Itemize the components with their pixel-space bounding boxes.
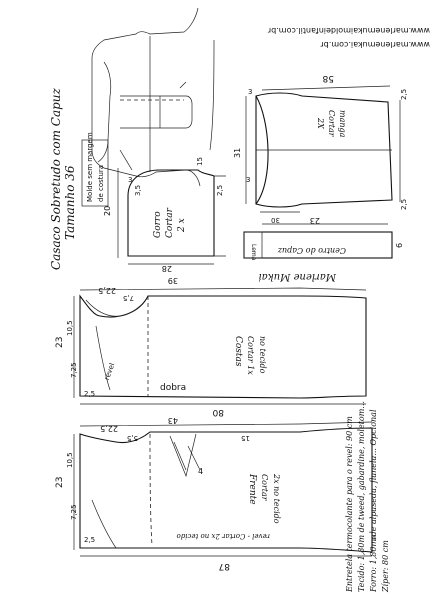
hood-dim-d3: 3 [128,176,132,184]
hood-label-3: 2 x [177,218,187,233]
front-dim-pocket: 4 [198,467,203,476]
sleeve-dim-top: 3 [248,88,252,96]
front-label-2: Cortar [260,474,269,502]
signature: Marlene Mukai [258,271,337,282]
front-dim-d3: 7,25 [70,504,78,520]
hood-dim-d1: 15 [196,157,204,166]
back-dim-d2: 2,5 [84,390,95,398]
front-dim-hem: 4 [372,534,377,542]
hood-label-2: Cortar [165,207,175,238]
material-line-3: Forro: 1,80m de alpaseda, flanela... Opc… [369,409,378,593]
front-revel-label: revel - Cortar 2x no tecido [177,532,271,540]
pattern-title: Casaco Sobretudo com Capuz [49,87,63,270]
pattern-size: Tamanho 36 [63,165,77,240]
back-label-2: Cortar 1x [246,336,255,375]
hood-piece: Gorro Cortar 2 x 20 28 15 3,5 3 2,5 [103,157,226,273]
site-line-2: www.marlenemukaimoldeinfantil.com.br [267,26,430,35]
back-dim-width: 39 [168,276,178,285]
sleeve-dim-length: 58 [322,73,334,83]
site-line-1: www.marlenemukai.com.br [320,40,430,49]
front-dim-d1: 10,5 [66,452,74,468]
materials-list: Entretela termocolante para o revel: 90 … [345,401,390,593]
back-label-1: Costas [233,336,243,367]
back-revel-label: revel [103,362,116,381]
sleeve-label-3: 2X [316,117,325,129]
sleeve-label-2: Cortar [327,110,336,138]
coat-sketch [91,7,215,187]
hood-label-1: Gorro [153,211,163,238]
back-fold-label: dobra [160,383,186,393]
strip-extra-label: Lema [250,244,257,261]
front-piece: 43 22,5 5,5 23 10,5 7,25 2,5 4 15 4 87 F… [55,416,377,571]
front-dim-top: 23 [55,477,65,488]
margin-note-line2: de costura [97,165,105,202]
material-line-1: Entretela termocolante para o revel: 90 … [345,416,354,593]
back-dim-neck: 7,5 [123,294,134,302]
back-piece: 39 22,5 7,5 23 10,5 7,25 2,5 80 dobra re… [55,276,367,417]
strip-label: Centro do Capuz [277,246,346,255]
back-dim-d1: 10,5 [66,320,74,336]
front-dim-neck: 5,5 [127,434,138,442]
back-label-3: no tecido [258,336,267,374]
sleeve-dim-cap: 31 [233,148,242,158]
back-dim-top: 23 [55,337,65,348]
front-dim-c: 15 [241,434,250,442]
sleeve-dim-wrist: 30 [271,216,280,224]
sleeve-dim-right: 2,5 [400,89,408,100]
hood-dim-height: 20 [103,206,112,216]
strip-dim-width: 6 [395,243,404,248]
back-dim-shoulder: 22,5 [98,286,116,295]
front-dim-shoulder: 22,5 [100,424,118,433]
front-label-1: Frente [247,473,257,505]
front-dim-d2: 2,5 [84,536,95,544]
hood-center-strip: Lema Centro do Capuz 23 6 [243,216,404,261]
hood-dim-d2: 3,5 [134,185,142,196]
back-dim-d3: 7,25 [70,362,78,378]
margin-note-line1: Molde sem margem [86,132,94,202]
front-label-3: 2x no tecido [272,473,281,524]
sleeve-label-1: manga [338,110,347,138]
sleeve-dim-left: 3 [246,176,250,184]
material-line-4: Zíper: 80 cm [381,540,390,593]
strip-dim-length: 23 [310,216,320,225]
front-dim-width: 43 [168,416,178,425]
front-dim-length: 87 [219,561,230,571]
sleeve-dim-bottom-left: 2,5 [400,199,408,210]
hood-dim-d4: 2,5 [216,185,224,196]
hood-dim-width: 28 [162,264,172,273]
sleeve-piece: manga Cortar 2X 58 31 3 2,5 2,5 30 3 [233,73,408,224]
material-line-2: Tecido: 1,80m de tweed, gabardine, molet… [357,401,366,592]
back-dim-length: 80 [212,407,224,417]
